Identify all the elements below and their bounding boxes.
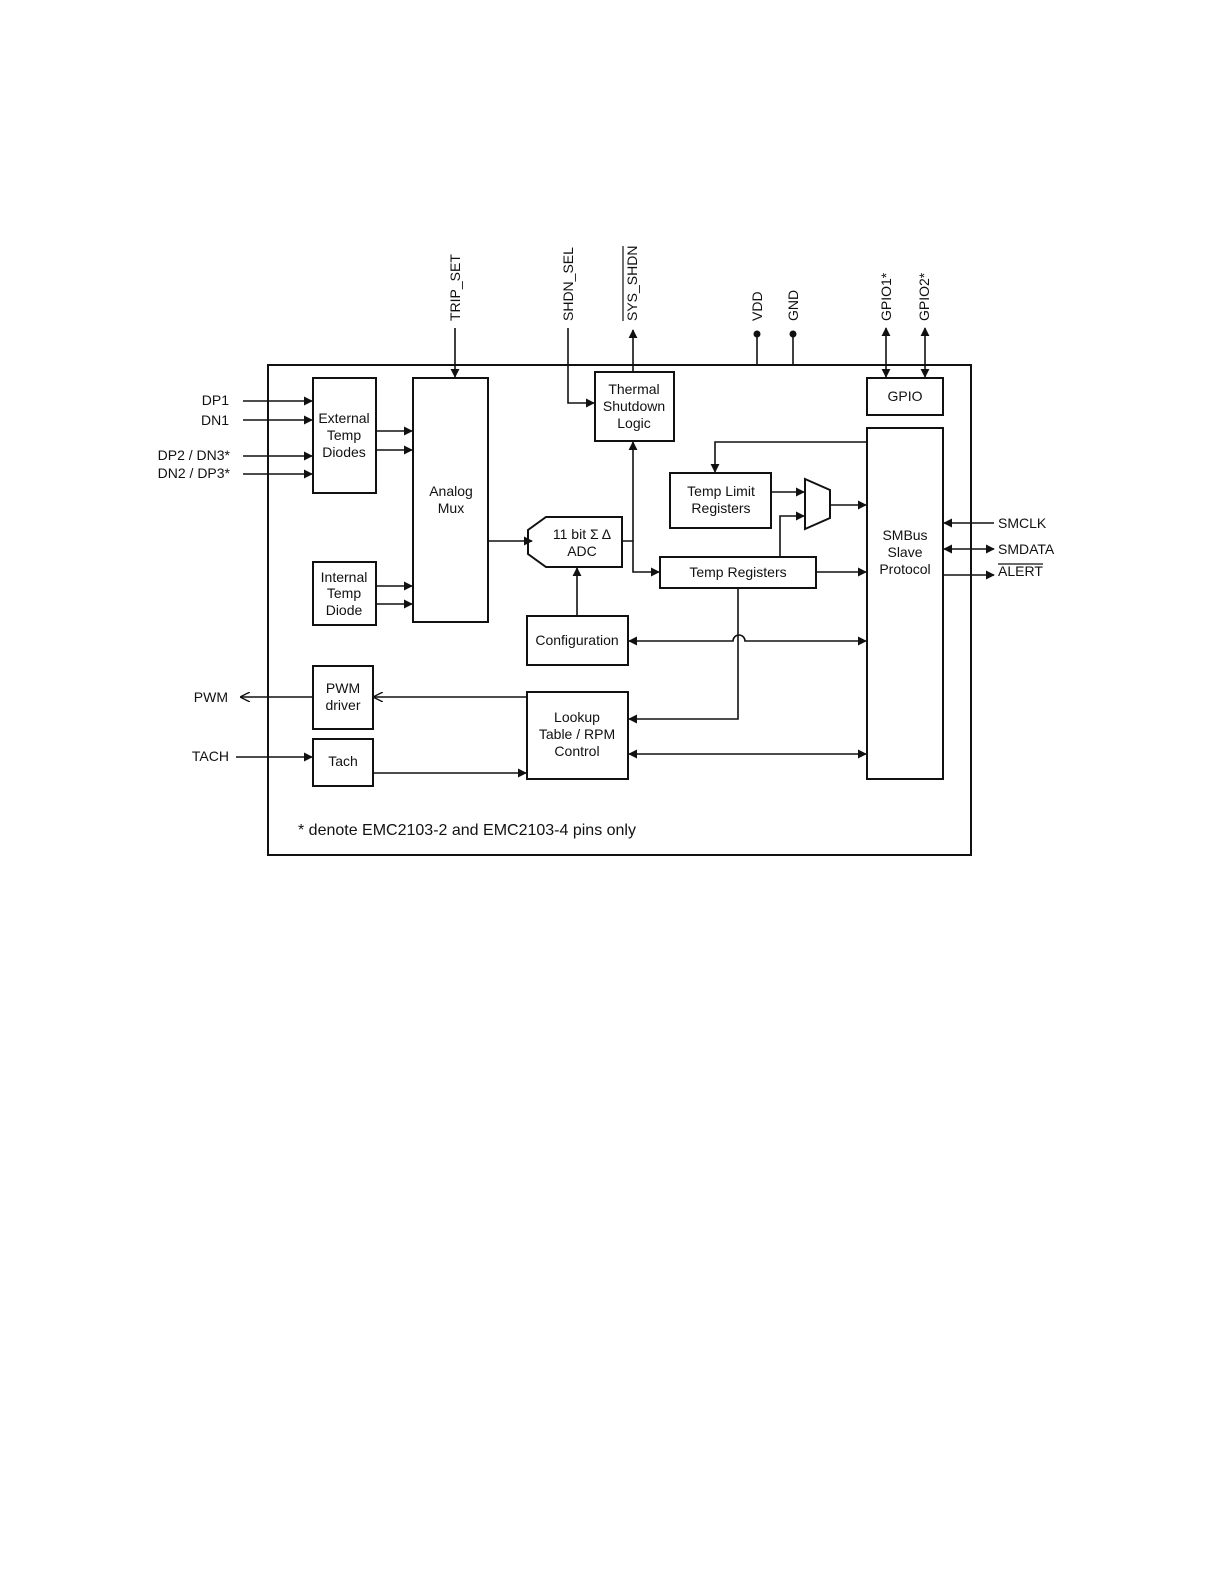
external-temp-diodes-line3: Diodes: [322, 444, 366, 460]
thermal-shutdown-logic-block: Thermal Shutdown Logic: [594, 371, 675, 442]
pwm-driver-block: PWM driver: [312, 665, 374, 730]
analog-mux-line1: Analog: [429, 483, 473, 499]
vdd-node: [753, 330, 761, 338]
comparator-mux: [804, 477, 831, 531]
pin-smdata: SMDATA: [998, 541, 1055, 557]
external-temp-diodes-line2: Temp: [327, 427, 361, 443]
pin-gpio1: GPIO1*: [878, 272, 894, 321]
wire-shdn-sel: [567, 328, 595, 408]
pin-dn1: DN1: [201, 412, 229, 428]
temp-registers-label: Temp Registers: [689, 564, 786, 580]
temp-limit-line1: Temp Limit: [687, 483, 755, 499]
wire-adc-temp-registers: [622, 540, 660, 577]
pin-dp2-dn3: DP2 / DN3*: [158, 447, 231, 463]
pin-pwm: PWM: [194, 689, 228, 705]
external-temp-diodes-block: External Temp Diodes: [312, 377, 377, 494]
pin-gnd: GND: [785, 290, 801, 321]
pin-trip-set: TRIP_SET: [447, 254, 463, 321]
analog-mux-block: Analog Mux: [412, 377, 489, 623]
lookup-line2: Table / RPM: [539, 726, 615, 742]
pin-dn2-dp3: DN2 / DP3*: [158, 465, 231, 481]
temp-limit-line2: Registers: [691, 500, 750, 516]
pwm-driver-line2: driver: [325, 697, 360, 713]
pwm-driver-line1: PWM: [326, 680, 360, 696]
gpio-block: GPIO: [866, 377, 944, 416]
analog-mux-line2: Mux: [438, 500, 464, 516]
adc-line1: 11 bit Σ Δ: [553, 526, 611, 542]
pin-vdd: VDD: [749, 291, 765, 321]
smbus-line1: SMBus: [882, 527, 927, 543]
lookup-table-block: Lookup Table / RPM Control: [526, 691, 629, 780]
external-temp-diodes-line1: External: [318, 410, 369, 426]
configuration-label: Configuration: [535, 632, 618, 648]
adc-block: 11 bit Σ Δ ADC: [527, 516, 623, 568]
wire-config-smbus: [628, 634, 867, 646]
internal-temp-diode-block: Internal Temp Diode: [312, 561, 377, 626]
configuration-block: Configuration: [526, 615, 629, 666]
internal-temp-diode-line1: Internal: [321, 569, 368, 585]
pin-labels: DP1 DN1 DP2 / DN3* DN2 / DP3* PWM TACH T…: [158, 246, 1055, 764]
connections: [236, 327, 995, 778]
thermal-shutdown-line1: Thermal: [608, 381, 659, 397]
pin-gpio2: GPIO2*: [916, 272, 932, 321]
pin-smclk: SMCLK: [998, 515, 1047, 531]
smbus-line2: Slave: [887, 544, 922, 560]
internal-temp-diode-line2: Temp: [327, 585, 361, 601]
lookup-line1: Lookup: [554, 709, 600, 725]
pin-shdn-sel: SHDN_SEL: [560, 247, 576, 321]
adc-line2: ADC: [567, 543, 597, 559]
gnd-node: [789, 330, 797, 338]
footnote: * denote EMC2103-2 and EMC2103-4 pins on…: [298, 822, 636, 839]
lookup-line3: Control: [554, 743, 599, 759]
pin-dp1: DP1: [202, 392, 229, 408]
wire-tempreg-lookup: [628, 589, 739, 724]
thermal-shutdown-line2: Shutdown: [603, 398, 665, 414]
gpio-label: GPIO: [887, 388, 922, 404]
tach-label: Tach: [328, 753, 358, 769]
pin-sys-shdn: SYS_SHDN: [624, 246, 640, 321]
temp-limit-registers-block: Temp Limit Registers: [669, 472, 772, 529]
tach-block: Tach: [312, 738, 374, 787]
thermal-shutdown-line3: Logic: [617, 415, 650, 431]
temp-registers-block: Temp Registers: [659, 556, 817, 589]
wire-smbus-temp-limit: [710, 441, 866, 473]
pin-alert: ALERT: [998, 563, 1043, 579]
internal-temp-diode-line3: Diode: [326, 602, 363, 618]
smbus-line3: Protocol: [879, 561, 930, 577]
wire-tempreg-comparator: [779, 511, 805, 557]
smbus-slave-block: SMBus Slave Protocol: [866, 427, 944, 780]
chip-outline: [267, 364, 972, 856]
pin-tach: TACH: [192, 748, 229, 764]
